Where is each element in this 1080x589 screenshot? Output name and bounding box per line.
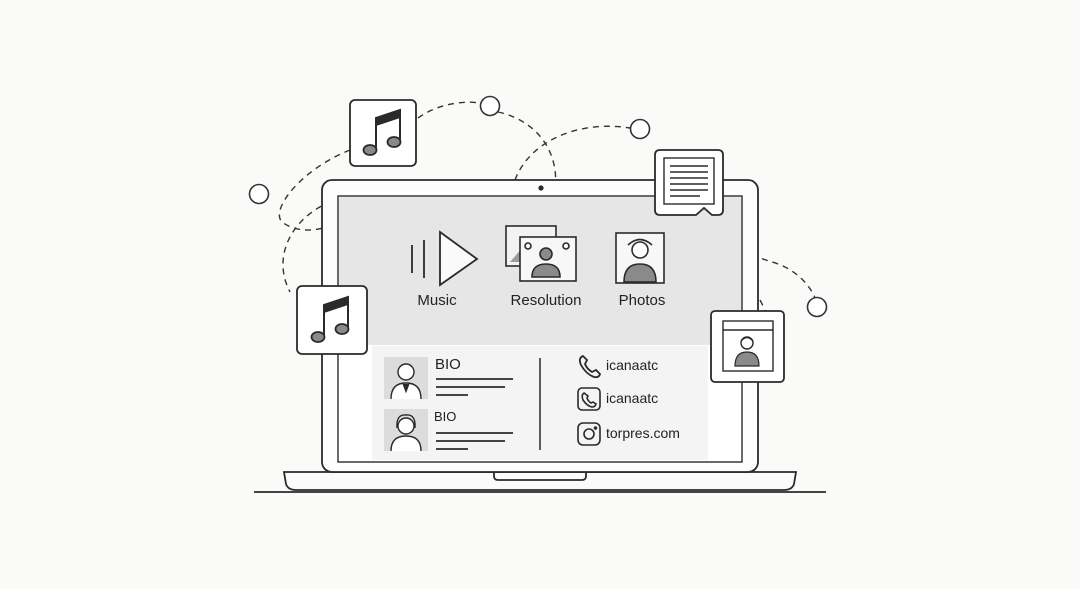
person-female-avatar-icon (384, 409, 428, 452)
music-note-icon (349, 99, 417, 167)
contact-website-text[interactable]: torpres.com (606, 425, 680, 441)
contact-phone-text[interactable]: icanaatc (606, 357, 659, 373)
phone-icon (578, 354, 601, 379)
laptop-base (254, 471, 826, 493)
nav-item-resolution-label[interactable]: Resolution (510, 292, 582, 309)
music-note-icon (296, 285, 368, 355)
bio-text-lines (436, 378, 513, 450)
profile-window-icon (710, 310, 785, 383)
nav-item-music-label[interactable]: Music (417, 292, 457, 309)
nav-item-photos-label[interactable]: Photos (618, 292, 666, 309)
profile-2-title: BIO (434, 409, 457, 424)
contact-phone-alt-text[interactable]: icanaatc (606, 390, 659, 406)
play-icon (411, 230, 479, 287)
profile-1-title: BIO (435, 356, 461, 373)
floating-circles (248, 95, 828, 318)
photo-gallery-icon (505, 225, 577, 282)
instagram-icon (577, 422, 601, 446)
chat-document-icon (654, 149, 724, 216)
person-suit-avatar-icon (384, 357, 428, 400)
person-photo-icon (615, 232, 665, 284)
phone-square-icon (577, 387, 601, 411)
